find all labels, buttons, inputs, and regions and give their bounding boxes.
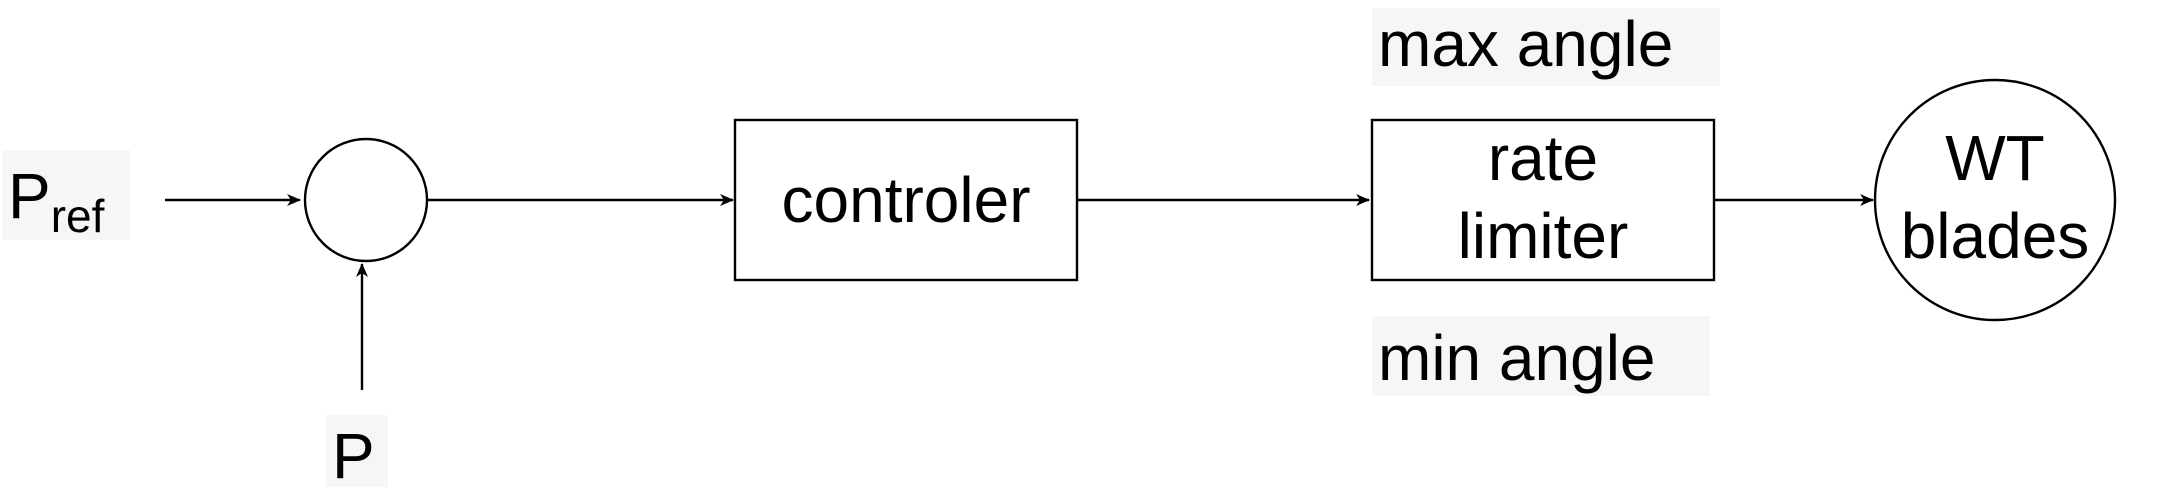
- p-ref-label: Pref: [8, 160, 105, 242]
- wt-label-line2: blades: [1901, 200, 2090, 272]
- p-ref-main: P: [8, 160, 51, 232]
- p-label: P: [332, 420, 375, 489]
- rate-limiter-label-line2: limiter: [1458, 200, 1629, 272]
- summing-junction: [303, 137, 429, 263]
- wt-label-line1: WT: [1945, 122, 2045, 194]
- wt-blades-circle: [1873, 78, 2117, 322]
- max-angle-label: max angle: [1378, 8, 1673, 80]
- max-angle-background: [1372, 8, 1720, 86]
- min-angle-label: min angle: [1378, 322, 1656, 394]
- min-angle-background: [1372, 316, 1710, 396]
- p-label-background: [326, 415, 388, 487]
- controller-label: controler: [782, 164, 1031, 236]
- controller-block: [733, 118, 1079, 282]
- p-ref-subscript: ref: [51, 190, 105, 242]
- p-ref-label-background: [2, 150, 130, 240]
- rate-limiter-label-line1: rate: [1488, 122, 1598, 194]
- rate-limiter-block: [1370, 118, 1716, 282]
